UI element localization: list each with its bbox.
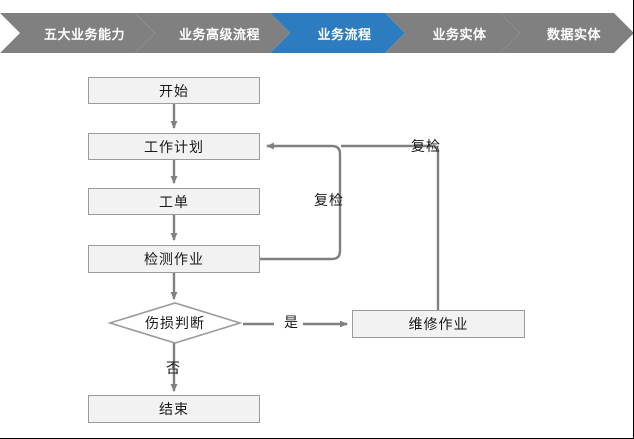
edge-label-no: 否 <box>166 360 181 376</box>
flow-node-work-plan[interactable]: 工作计划 <box>88 133 260 160</box>
breadcrumb-step-5[interactable]: 数据实体 <box>500 13 634 53</box>
breadcrumb-step-2[interactable]: 业务高级流程 <box>135 13 290 53</box>
breadcrumb-step-4[interactable]: 业务实体 <box>385 13 520 53</box>
breadcrumb-step-label: 五大业务能力 <box>43 26 125 42</box>
flow-node-end[interactable]: 结束 <box>88 395 260 423</box>
flow-node-repair-task[interactable]: 维修作业 <box>352 310 525 338</box>
edge-label-recheck-outer: 复检 <box>411 138 441 154</box>
flow-node-inspection-task[interactable]: 检测作业 <box>88 245 260 273</box>
breadcrumb: 五大业务能力 业务高级流程 业务流程 业务实体 数据实体 <box>0 13 634 53</box>
breadcrumb-step-3[interactable]: 业务流程 <box>270 13 405 53</box>
flow-node-damage-decision-label[interactable]: 伤损判断 <box>145 315 205 331</box>
edge-label-recheck-inner: 复检 <box>314 192 344 208</box>
breadcrumb-step-label: 业务实体 <box>432 26 487 42</box>
edge-label-yes: 是 <box>284 314 299 330</box>
breadcrumb-step-label: 业务流程 <box>317 26 372 42</box>
breadcrumb-step-label: 数据实体 <box>546 26 601 42</box>
flow-node-start[interactable]: 开始 <box>88 77 260 104</box>
flow-node-work-order[interactable]: 工单 <box>88 188 260 215</box>
breadcrumb-step-1[interactable]: 五大业务能力 <box>0 13 155 53</box>
breadcrumb-step-label: 业务高级流程 <box>178 26 260 42</box>
